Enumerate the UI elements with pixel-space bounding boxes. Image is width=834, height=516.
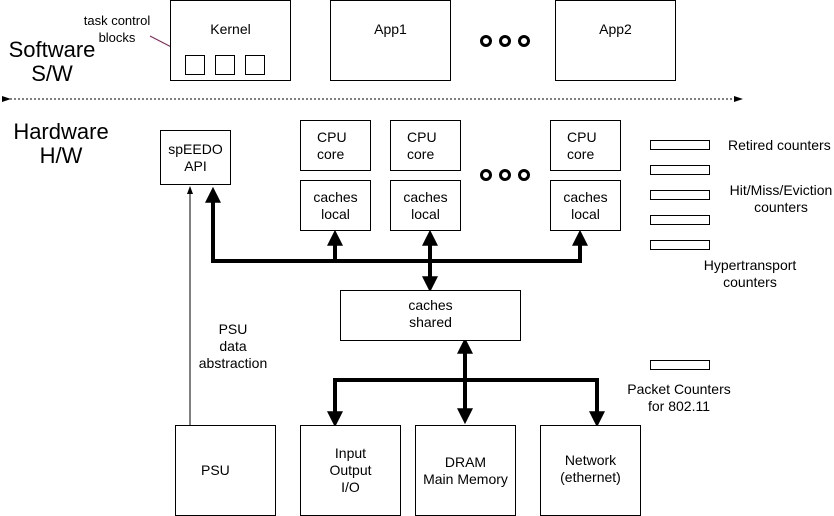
app2-label: App2: [599, 21, 632, 37]
cpu1-label-line2: core: [317, 145, 345, 162]
ellipsis-dot-sw-3: [518, 35, 530, 47]
hypertransport-line1: Hypertransport: [703, 257, 797, 273]
cpu-core-1: CPU core: [300, 120, 371, 171]
packet-counter-register: [650, 360, 710, 370]
kernel-label: Kernel: [210, 21, 251, 37]
kernel-box: Kernel: [170, 0, 291, 81]
local-cache-3: caches local: [550, 180, 621, 231]
cache2-label-line1: caches: [403, 188, 448, 205]
counter-register-4: [650, 215, 710, 225]
software-label-line2: S/W: [31, 61, 73, 86]
psu-box: PSU: [175, 425, 276, 516]
task-control-block-1: [185, 55, 205, 75]
task-control-block-2: [215, 55, 235, 75]
packet-counters-label: Packet Counters for 802.11: [626, 381, 732, 415]
counter-register-2: [650, 165, 710, 175]
network-line2: (ethernet): [560, 469, 621, 485]
dram-line1: DRAM: [444, 453, 487, 470]
software-label: Software S/W: [2, 38, 102, 86]
counter-register-1: [650, 140, 710, 150]
cache3-label-line1: caches: [563, 188, 608, 205]
cpu2-label-line1: CPU: [407, 128, 437, 145]
cpu2-label-line2: core: [407, 145, 435, 162]
cache3-label-line2: local: [571, 205, 600, 222]
hardware-label: Hardware H/W: [6, 120, 116, 168]
shared-cache-box: caches shared: [340, 290, 521, 341]
cache1-label-line2: local: [321, 205, 350, 222]
psu-label: PSU: [201, 462, 230, 478]
psu-abs-line1: PSU: [218, 321, 248, 337]
cpu-core-3: CPU core: [550, 120, 621, 171]
hit-miss-counters-label: Hit/Miss/Eviction counters: [726, 182, 834, 216]
dram-line2: Main Memory: [423, 470, 508, 487]
hypertransport-line2: counters: [723, 274, 777, 290]
app1-label: App1: [374, 21, 407, 37]
local-cache-2: caches local: [390, 180, 461, 231]
cpu1-label-line1: CPU: [317, 128, 347, 145]
packet-line2: for 802.11: [647, 398, 710, 414]
network-box: Network (ethernet): [540, 425, 641, 516]
speedo-label-line2: API: [184, 157, 207, 174]
packet-line1: Packet Counters: [627, 381, 731, 397]
hit-miss-line1: Hit/Miss/Eviction: [729, 182, 833, 198]
local-cache-1: caches local: [300, 180, 371, 231]
ellipsis-dot-hw-2: [499, 169, 511, 181]
io-line3: I/O: [341, 479, 360, 495]
hardware-label-line1: Hardware: [13, 119, 109, 144]
io-line2: Output: [329, 462, 372, 478]
hit-miss-line2: counters: [754, 199, 808, 215]
shared-cache-line2: shared: [409, 314, 452, 330]
psu-abs-line2: data: [219, 338, 247, 354]
io-box: Input Output I/O: [300, 425, 401, 516]
psu-abs-line3: abstraction: [198, 355, 268, 371]
retired-counters-label: Retired counters: [728, 137, 831, 153]
hardware-label-line2: H/W: [39, 143, 83, 168]
app2-box: App2: [555, 0, 676, 81]
software-label-line1: Software: [8, 37, 96, 62]
tcb-label-line1: task control: [83, 13, 151, 28]
cpu3-label-line1: CPU: [567, 128, 597, 145]
dram-box: DRAM Main Memory: [415, 425, 516, 516]
ellipsis-dot-hw-3: [518, 169, 530, 181]
hypertransport-counters-label: Hypertransport counters: [700, 257, 800, 291]
task-control-blocks-label: task control blocks: [72, 12, 162, 46]
cache1-label-line1: caches: [313, 188, 358, 205]
io-line1: Input: [334, 445, 367, 461]
shared-cache-line1: caches: [408, 297, 453, 313]
cpu3-label-line2: core: [567, 145, 595, 162]
speedo-label-line1: spEEDO: [168, 140, 223, 157]
cpu-core-2: CPU core: [390, 120, 461, 171]
counter-register-5: [650, 240, 710, 250]
cache2-label-line2: local: [411, 205, 440, 222]
counter-register-3: [650, 190, 710, 200]
tcb-label-line2: blocks: [98, 30, 136, 45]
speedo-api-box: spEEDO API: [160, 130, 231, 185]
task-control-block-3: [245, 55, 265, 75]
app1-box: App1: [330, 0, 451, 81]
psu-data-abstraction-label: PSU data abstraction: [195, 321, 271, 372]
ellipsis-dot-hw-1: [480, 169, 492, 181]
network-line1: Network: [564, 452, 617, 468]
ellipsis-dot-sw-1: [480, 35, 492, 47]
ellipsis-dot-sw-2: [499, 35, 511, 47]
